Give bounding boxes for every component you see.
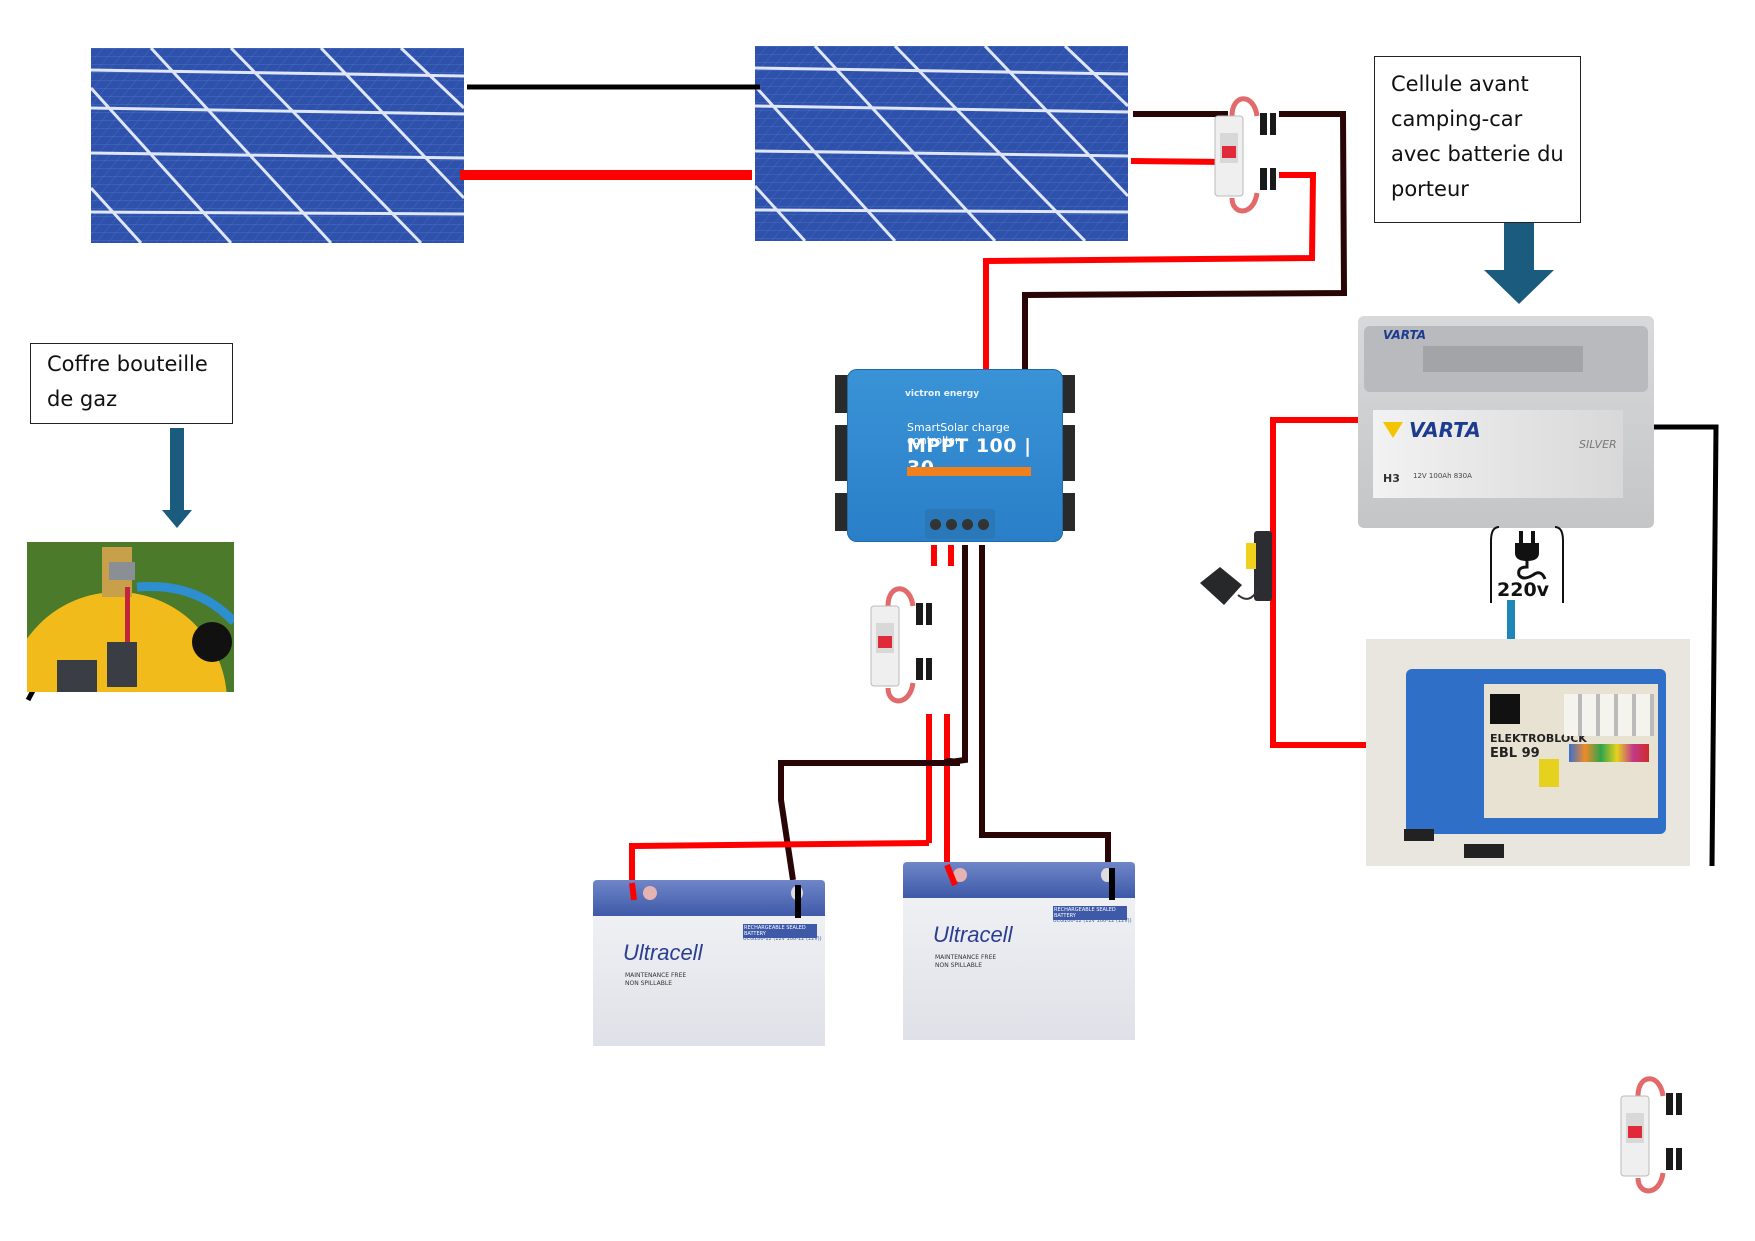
ebl-brand: ELEKTROBLOCK xyxy=(1490,732,1587,745)
mppt-body: victron energy SmartSolar charge control… xyxy=(847,369,1063,542)
label-gas-line: Coffre bouteille xyxy=(47,352,208,376)
gas-bottle-illustration xyxy=(27,542,234,692)
ebl-foot-left xyxy=(1404,829,1434,841)
wire-mppt-neg-2 xyxy=(979,545,1111,870)
label-gas: Coffre bouteille de gaz xyxy=(30,343,233,424)
battery-header: RECHARGEABLE SEALED BATTERY xyxy=(743,924,817,938)
ebl-model: EBL 99 xyxy=(1490,746,1540,761)
varta-code: H3 xyxy=(1383,472,1400,485)
mains-220v-icon: 220v xyxy=(1489,523,1565,603)
mppt-mount-left-mid xyxy=(835,425,849,481)
battery-model: UCG100-12 (12V 100-12 (12V)) xyxy=(1053,918,1132,924)
mppt-charge-controller: victron energy SmartSolar charge control… xyxy=(835,369,1075,542)
varta-main-logo: VARTA xyxy=(1409,418,1481,442)
battery-feature: NON SPILLABLE xyxy=(935,962,982,969)
breaker-icon xyxy=(1214,96,1276,214)
dc-breaker-battery xyxy=(868,578,943,708)
terminal xyxy=(978,519,989,530)
ebl-fuses xyxy=(1569,744,1649,762)
mppt-terminal-block xyxy=(925,509,995,539)
battery-brand: Ultracell xyxy=(933,922,1013,947)
varta-shield-icon xyxy=(1383,422,1403,438)
terminal-negative xyxy=(791,886,803,900)
ebl-yellow-connector xyxy=(1539,759,1559,787)
plug-icon xyxy=(1490,526,1564,603)
varta-handle xyxy=(1423,346,1583,372)
inline-fuse xyxy=(1198,523,1294,618)
gas-bottle-photo xyxy=(27,542,234,692)
label-gas-line: de gaz xyxy=(47,387,118,411)
battery-header: RECHARGEABLE SEALED BATTERY xyxy=(1053,906,1127,920)
battery-feature: NON SPILLABLE xyxy=(625,980,672,987)
wire-junction xyxy=(943,758,957,766)
ebl-foot-right xyxy=(1464,844,1504,858)
battery-feature: MAINTENANCE FREE xyxy=(625,972,687,979)
label-cabin-line: avec batterie du xyxy=(1391,142,1564,166)
terminal xyxy=(962,519,973,530)
ultracell-battery-2: Ultracell MAINTENANCE FREE NON SPILLABLE… xyxy=(903,862,1135,1040)
mppt-orange-stripe xyxy=(907,467,1031,476)
terminal-positive xyxy=(643,886,657,900)
arrow-cabin-to-battery xyxy=(1484,223,1554,304)
breaker-icon xyxy=(1620,1076,1682,1194)
wire-breaker-mppt-negative xyxy=(1022,111,1348,372)
wire-battery-neg-bus xyxy=(778,760,960,881)
wire-breaker-mppt-positive xyxy=(983,172,1317,372)
label-cabin-line: porteur xyxy=(1391,177,1469,201)
varta-spec: 12V 100Ah 830A xyxy=(1413,472,1472,480)
terminal xyxy=(930,519,941,530)
terminal-negative xyxy=(1101,868,1113,882)
solar-panel-grid-1 xyxy=(91,48,464,243)
label-cabin: Cellule avant camping-car avec batterie … xyxy=(1374,56,1581,223)
wire-battery-pos-bus xyxy=(629,840,930,885)
ebl-front-panel: ELEKTROBLOCK EBL 99 xyxy=(1481,681,1661,821)
varta-series: SILVER xyxy=(1579,438,1617,451)
terminal xyxy=(946,519,957,530)
ebl-power-socket xyxy=(1490,694,1520,724)
terminal-positive xyxy=(953,868,967,882)
solar-panel-grid-2 xyxy=(755,46,1128,241)
mppt-product-line: SmartSolar charge controller xyxy=(907,421,1010,447)
mppt-mount-left-bot xyxy=(835,493,849,531)
dc-breaker-pv xyxy=(1212,88,1287,218)
solar-panel-2 xyxy=(755,46,1128,241)
wire-mppt-neg-1 xyxy=(949,545,968,765)
ebl-connectors xyxy=(1564,694,1654,736)
wire-varta-ebl-positive xyxy=(1270,417,1404,748)
label-cabin-line: Cellule avant xyxy=(1391,72,1529,96)
varta-battery: VARTA VARTA SILVER H3 12V 100Ah 830A xyxy=(1358,316,1654,528)
ebl-elektroblock: ELEKTROBLOCK EBL 99 xyxy=(1366,639,1690,866)
solar-panel-1 xyxy=(91,48,464,243)
dc-breaker-spare xyxy=(1618,1068,1693,1198)
battery-feature: MAINTENANCE FREE xyxy=(935,954,997,961)
label-cabin-line: camping-car xyxy=(1391,107,1523,131)
battery-model: UCG100-12 (12V 100-12 (12V)) xyxy=(743,936,822,942)
battery-brand: Ultracell xyxy=(623,940,703,965)
mppt-brand: victron energy xyxy=(905,389,980,399)
wire-panel2-positive xyxy=(1130,158,1227,165)
mppt-mount-left-top xyxy=(835,375,849,413)
ultracell-battery-1: Ultracell MAINTENANCE FREE NON SPILLABLE… xyxy=(593,880,825,1046)
battery-lid xyxy=(593,880,825,916)
wire-varta-ebl-negative xyxy=(1645,424,1719,867)
battery-lid xyxy=(903,862,1135,898)
varta-top-logo: VARTA xyxy=(1383,328,1427,342)
mppt-mount-right-bot xyxy=(1061,493,1075,531)
fuse-icon xyxy=(1200,531,1272,605)
arrow-gas-box xyxy=(162,428,192,528)
varta-label: VARTA SILVER H3 12V 100Ah 830A xyxy=(1373,410,1623,498)
breaker-icon xyxy=(870,586,932,704)
mppt-mount-right-top xyxy=(1061,375,1075,413)
mains-voltage-label: 220v xyxy=(1497,579,1550,601)
mppt-mount-right-mid xyxy=(1061,425,1075,481)
